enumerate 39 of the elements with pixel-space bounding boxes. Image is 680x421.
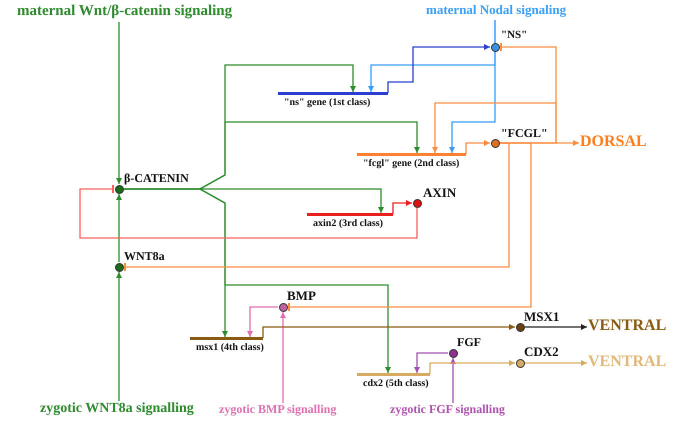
protein-label: FGF [457,336,481,348]
arrow [432,102,557,153]
arrow [116,194,122,262]
gene-label: msx1 (4th class) [195,343,264,353]
signal-label: zygotic WNT8a signalling [40,401,194,418]
signal-label: zygotic BMP signalling [219,403,336,417]
arrow [280,312,286,403]
signal-label: DORSAL [580,133,647,152]
arrow [525,360,587,366]
arrow [414,352,448,373]
arrow [116,272,122,401]
arrow [449,20,496,153]
gene-label: cdx2 (5th class) [362,379,429,389]
gene-label: "ns" gene (1st class) [283,98,370,108]
arrow [116,22,122,184]
arrow [262,324,515,338]
protein-label: "FCGL" [501,127,548,139]
gene-label: "fcgl" gene (2nd class) [362,159,460,169]
signal-label: VENTRAL [588,317,666,336]
arrow [247,306,278,337]
protein-label: MSX1 [524,310,560,323]
signal-label: maternal Nodal signaling [426,3,566,18]
signal-label: zygotic FGF signalling [390,403,505,417]
arrow [450,358,456,403]
protein-label: BMP [287,289,316,302]
protein-label: "NS" [501,30,528,41]
arrow [525,324,587,330]
signal-label: maternal Wnt/β-catenin signaling [17,3,232,20]
protein-label: β-CATENIN [124,172,189,184]
arrow [387,44,490,93]
protein-label: AXIN [423,186,456,199]
gene-label: axin2 (3rd class) [312,219,383,229]
arrow [124,188,391,373]
signal-label: VENTRAL [588,353,666,372]
arrow [429,360,515,374]
arrow [465,140,490,154]
protein-label: WNT8a [124,250,165,262]
arrow [392,200,412,214]
protein-label: CDX2 [524,345,559,358]
